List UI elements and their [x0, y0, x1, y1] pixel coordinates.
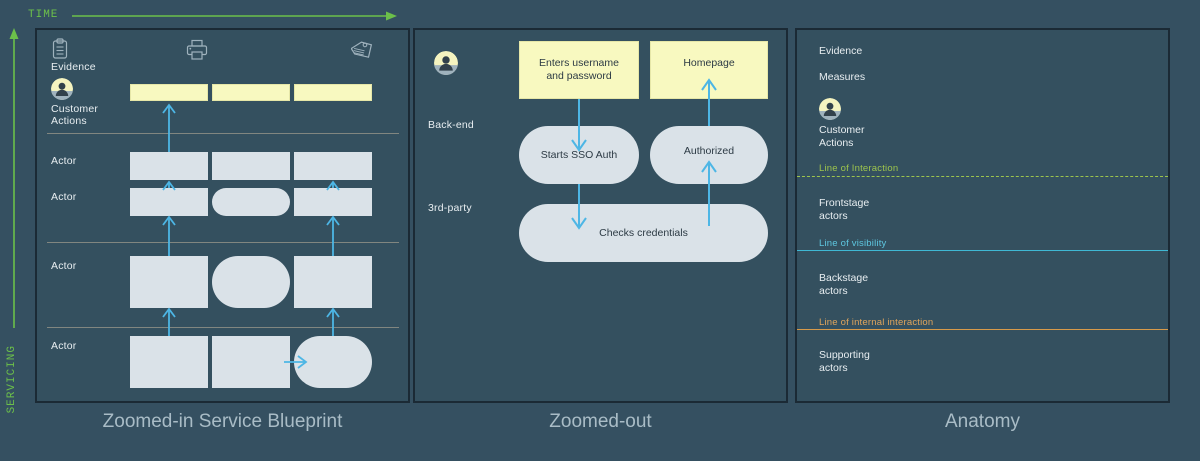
node-enters-credentials[interactable] — [519, 41, 639, 99]
price-tag-icon — [351, 41, 373, 58]
node-homepage[interactable] — [650, 41, 768, 99]
line-of-interaction — [797, 176, 1168, 177]
actor-4-node-2[interactable] — [212, 336, 290, 388]
clipboard-icon — [52, 38, 68, 59]
anatomy-row-frontstage-actors: Frontstage actors — [819, 197, 870, 222]
anatomy-row-backstage-actors: Backstage actors — [819, 272, 869, 297]
anatomy-row-supporting-actors: Supporting actors — [819, 349, 870, 374]
anatomy-row-customer-actions: Customer Actions — [819, 124, 865, 149]
actor-2-node-2[interactable] — [212, 188, 290, 216]
customer-avatar-icon — [434, 51, 458, 75]
line-of-interaction-label: Line of Interaction — [819, 163, 899, 174]
anatomy-row-measures: Measures — [819, 71, 866, 83]
panel-zoomed-in-service-blueprint: Evidence Customer Actions Actor Actor — [35, 28, 410, 403]
actor-1-node-1[interactable] — [130, 152, 208, 180]
line-of-internal-interaction — [797, 329, 1168, 330]
lane-label-back-end: Back-end — [428, 119, 474, 131]
actor-2-node-3[interactable] — [294, 188, 372, 216]
actor-3-node-1[interactable] — [130, 256, 208, 308]
customer-action-node-3[interactable] — [294, 84, 372, 101]
actor-1-node-3[interactable] — [294, 152, 372, 180]
line-of-visibility — [797, 250, 1168, 251]
customer-avatar-icon — [819, 98, 841, 120]
swimlane-label-evidence: Evidence — [51, 61, 96, 73]
line-of-internal-interaction-label: Line of internal interaction — [819, 317, 934, 328]
swimlane-label-actor-2: Actor — [51, 191, 77, 203]
printer-icon — [186, 39, 208, 60]
actor-4-node-1[interactable] — [130, 336, 208, 388]
actor-3-node-3[interactable] — [294, 256, 372, 308]
swimlane-label-actor-1: Actor — [51, 155, 77, 167]
servicing-axis-arrow — [9, 28, 19, 328]
caption-zoomed-out: Zoomed-out — [549, 411, 652, 432]
servicing-axis-label: SERVICING — [6, 345, 18, 414]
caption-zoomed-in: Zoomed-in Service Blueprint — [102, 411, 343, 432]
time-axis-arrow — [72, 11, 397, 21]
swimlane-label-customer-actions: Customer Actions — [51, 103, 99, 127]
panel-zoomed-out: Back-end 3rd-party Enters username and p… — [413, 28, 788, 403]
customer-avatar-icon — [51, 78, 73, 100]
node-authorized[interactable] — [650, 126, 768, 184]
customer-action-node-2[interactable] — [212, 84, 290, 101]
node-starts-sso-auth[interactable] — [519, 126, 639, 184]
time-axis-label: TIME — [28, 9, 59, 21]
actor-1-node-2[interactable] — [212, 152, 290, 180]
anatomy-row-evidence: Evidence — [819, 45, 863, 57]
swimlane-divider-1 — [47, 133, 399, 134]
caption-anatomy: Anatomy — [945, 411, 1020, 432]
customer-action-node-1[interactable] — [130, 84, 208, 101]
swimlane-label-actor-4: Actor — [51, 340, 77, 352]
actor-4-node-3[interactable] — [294, 336, 372, 388]
lane-label-3rd-party: 3rd-party — [428, 202, 472, 214]
panel-anatomy: Evidence Measures Customer Actions Line … — [795, 28, 1170, 403]
actor-2-node-1[interactable] — [130, 188, 208, 216]
node-checks-credentials[interactable] — [519, 204, 768, 262]
line-of-visibility-label: Line of visibility — [819, 238, 887, 249]
actor-3-node-2[interactable] — [212, 256, 290, 308]
swimlane-divider-3 — [47, 327, 399, 328]
swimlane-label-actor-3: Actor — [51, 260, 77, 272]
swimlane-divider-2 — [47, 242, 399, 243]
